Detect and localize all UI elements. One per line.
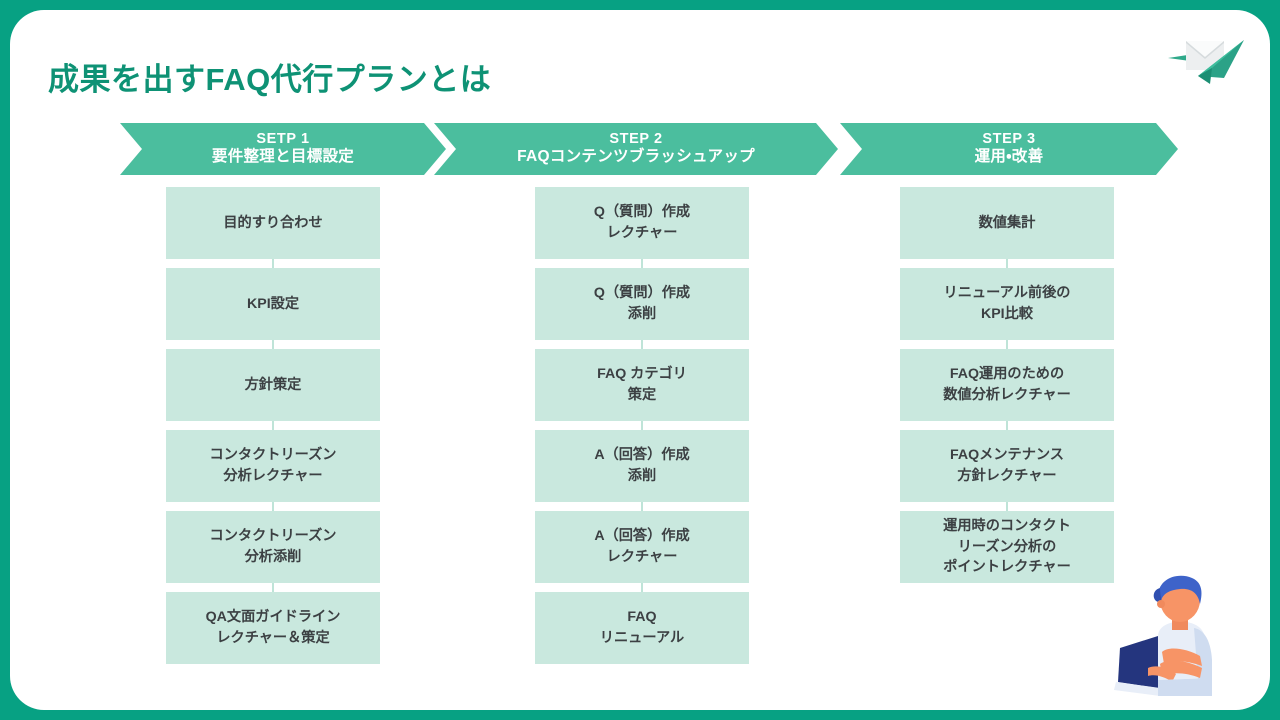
step-card: 運用時のコンタクト リーズン分析の ポイントレクチャー	[900, 511, 1114, 583]
step-column-3: 数値集計 リニューアル前後の KPI比較 FAQ運用のための 数値分析レクチャー…	[900, 187, 1114, 583]
step-banner-3: STEP 3 運用・改善	[840, 123, 1178, 175]
step-card: FAQメンテナンス 方針レクチャー	[900, 430, 1114, 502]
card-connector	[535, 502, 749, 511]
step-banner-1: SETP 1 要件整理と目標設定	[120, 123, 446, 175]
steps-banner-row: SETP 1 要件整理と目標設定 STEP 2 FAQコンテンツブラッシュアップ…	[10, 123, 1270, 175]
step-card: 数値集計	[900, 187, 1114, 259]
step-card: FAQ リニューアル	[535, 592, 749, 664]
step-card: 方針策定	[166, 349, 380, 421]
step-card: KPI設定	[166, 268, 380, 340]
card-connector	[900, 259, 1114, 268]
step-card: コンタクトリーズン 分析レクチャー	[166, 430, 380, 502]
step-card: FAQ運用のための 数値分析レクチャー	[900, 349, 1114, 421]
page-title: 成果を出すFAQ代行プランとは	[48, 62, 492, 97]
step-column-2: Q（質問）作成 レクチャー Q（質問）作成 添削 FAQ カテゴリ 策定 A（回…	[535, 187, 749, 664]
step-banner-2-title: FAQコンテンツブラッシュアップ	[517, 148, 755, 166]
step-card: リニューアル前後の KPI比較	[900, 268, 1114, 340]
step-banner-1-title: 要件整理と目標設定	[211, 148, 355, 166]
step-card: Q（質問）作成 レクチャー	[535, 187, 749, 259]
step-card: コンタクトリーズン 分析添削	[166, 511, 380, 583]
card-connector	[166, 583, 380, 592]
card-connector	[900, 340, 1114, 349]
card-connector	[535, 259, 749, 268]
card-connector	[166, 259, 380, 268]
step-card: QA文面ガイドライン レクチャー＆策定	[166, 592, 380, 664]
card-connector	[535, 340, 749, 349]
step-banner-3-number: STEP 3	[982, 131, 1036, 148]
slide-surface: 成果を出すFAQ代行プランとは SETP 1 要件整理と目標設定 STEP 2 …	[10, 10, 1270, 710]
step-banner-3-title: 運用・改善	[974, 148, 1044, 166]
step-column-1: 目的すり合わせ KPI設定 方針策定 コンタクトリーズン 分析レクチャー コンタ…	[166, 187, 380, 664]
card-connector	[166, 421, 380, 430]
card-connector	[535, 421, 749, 430]
step-card: 目的すり合わせ	[166, 187, 380, 259]
person-with-laptop-illustration	[1102, 560, 1252, 710]
card-connector	[166, 502, 380, 511]
card-connector	[900, 502, 1114, 511]
step-card: Q（質問）作成 添削	[535, 268, 749, 340]
step-banner-2: STEP 2 FAQコンテンツブラッシュアップ	[434, 123, 838, 175]
card-connector	[900, 421, 1114, 430]
step-card: FAQ カテゴリ 策定	[535, 349, 749, 421]
envelope-paperplane-logo	[1164, 32, 1248, 90]
card-connector	[166, 340, 380, 349]
step-card: A（回答）作成 レクチャー	[535, 511, 749, 583]
step-banner-2-number: STEP 2	[609, 131, 663, 148]
step-card: A（回答）作成 添削	[535, 430, 749, 502]
step-banner-1-number: SETP 1	[256, 131, 310, 148]
card-connector	[535, 583, 749, 592]
